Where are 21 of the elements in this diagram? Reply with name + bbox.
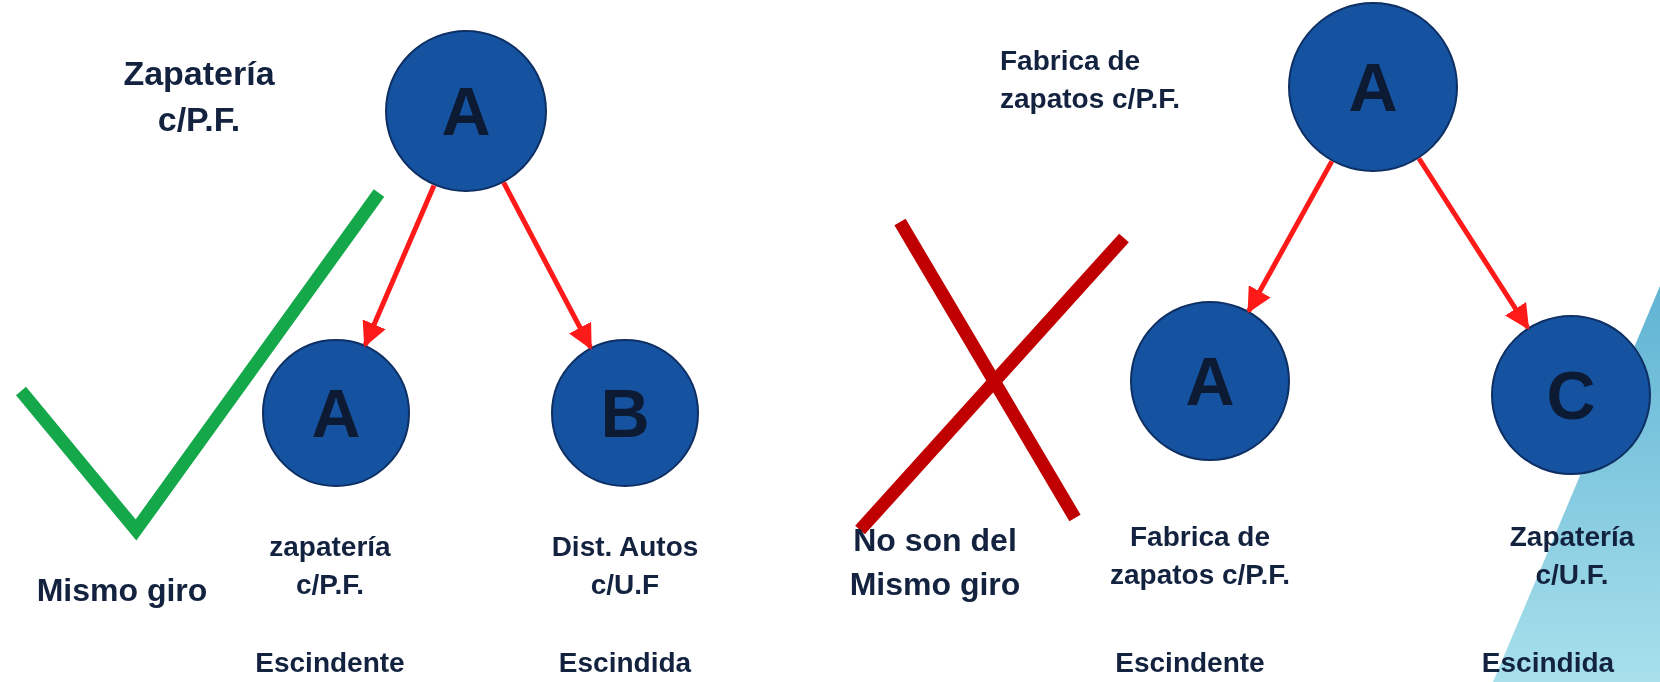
node-letter: A — [1185, 347, 1235, 415]
node-letter: A — [1348, 53, 1398, 121]
node-caption: Dist. Autos c/U.F — [550, 530, 700, 602]
node-letter: A — [311, 379, 361, 447]
node-letter: B — [600, 379, 650, 447]
node-caption: Escindida — [557, 646, 693, 680]
note-text: Mismo giro — [35, 571, 209, 610]
arrow — [1246, 160, 1334, 314]
node-caption: zapatería c/P.F. — [268, 530, 392, 602]
arrow — [362, 184, 437, 348]
node-caption: Escindente — [1114, 646, 1266, 680]
note-text: No son del Mismo giro — [848, 521, 1022, 604]
node-letter: C — [1546, 361, 1596, 429]
arrow — [1416, 157, 1530, 330]
node-caption: Escindida — [1480, 646, 1616, 680]
node-caption: Zapatería c/P.F. — [122, 53, 276, 140]
node-letter: A — [441, 77, 491, 145]
arrow — [501, 181, 593, 350]
node-caption: Fabrica de zapatos c/P.F. — [1109, 520, 1291, 592]
node-caption: Escindente — [254, 646, 406, 680]
node-caption: Fabrica de zapatos c/P.F. — [1000, 44, 1181, 116]
